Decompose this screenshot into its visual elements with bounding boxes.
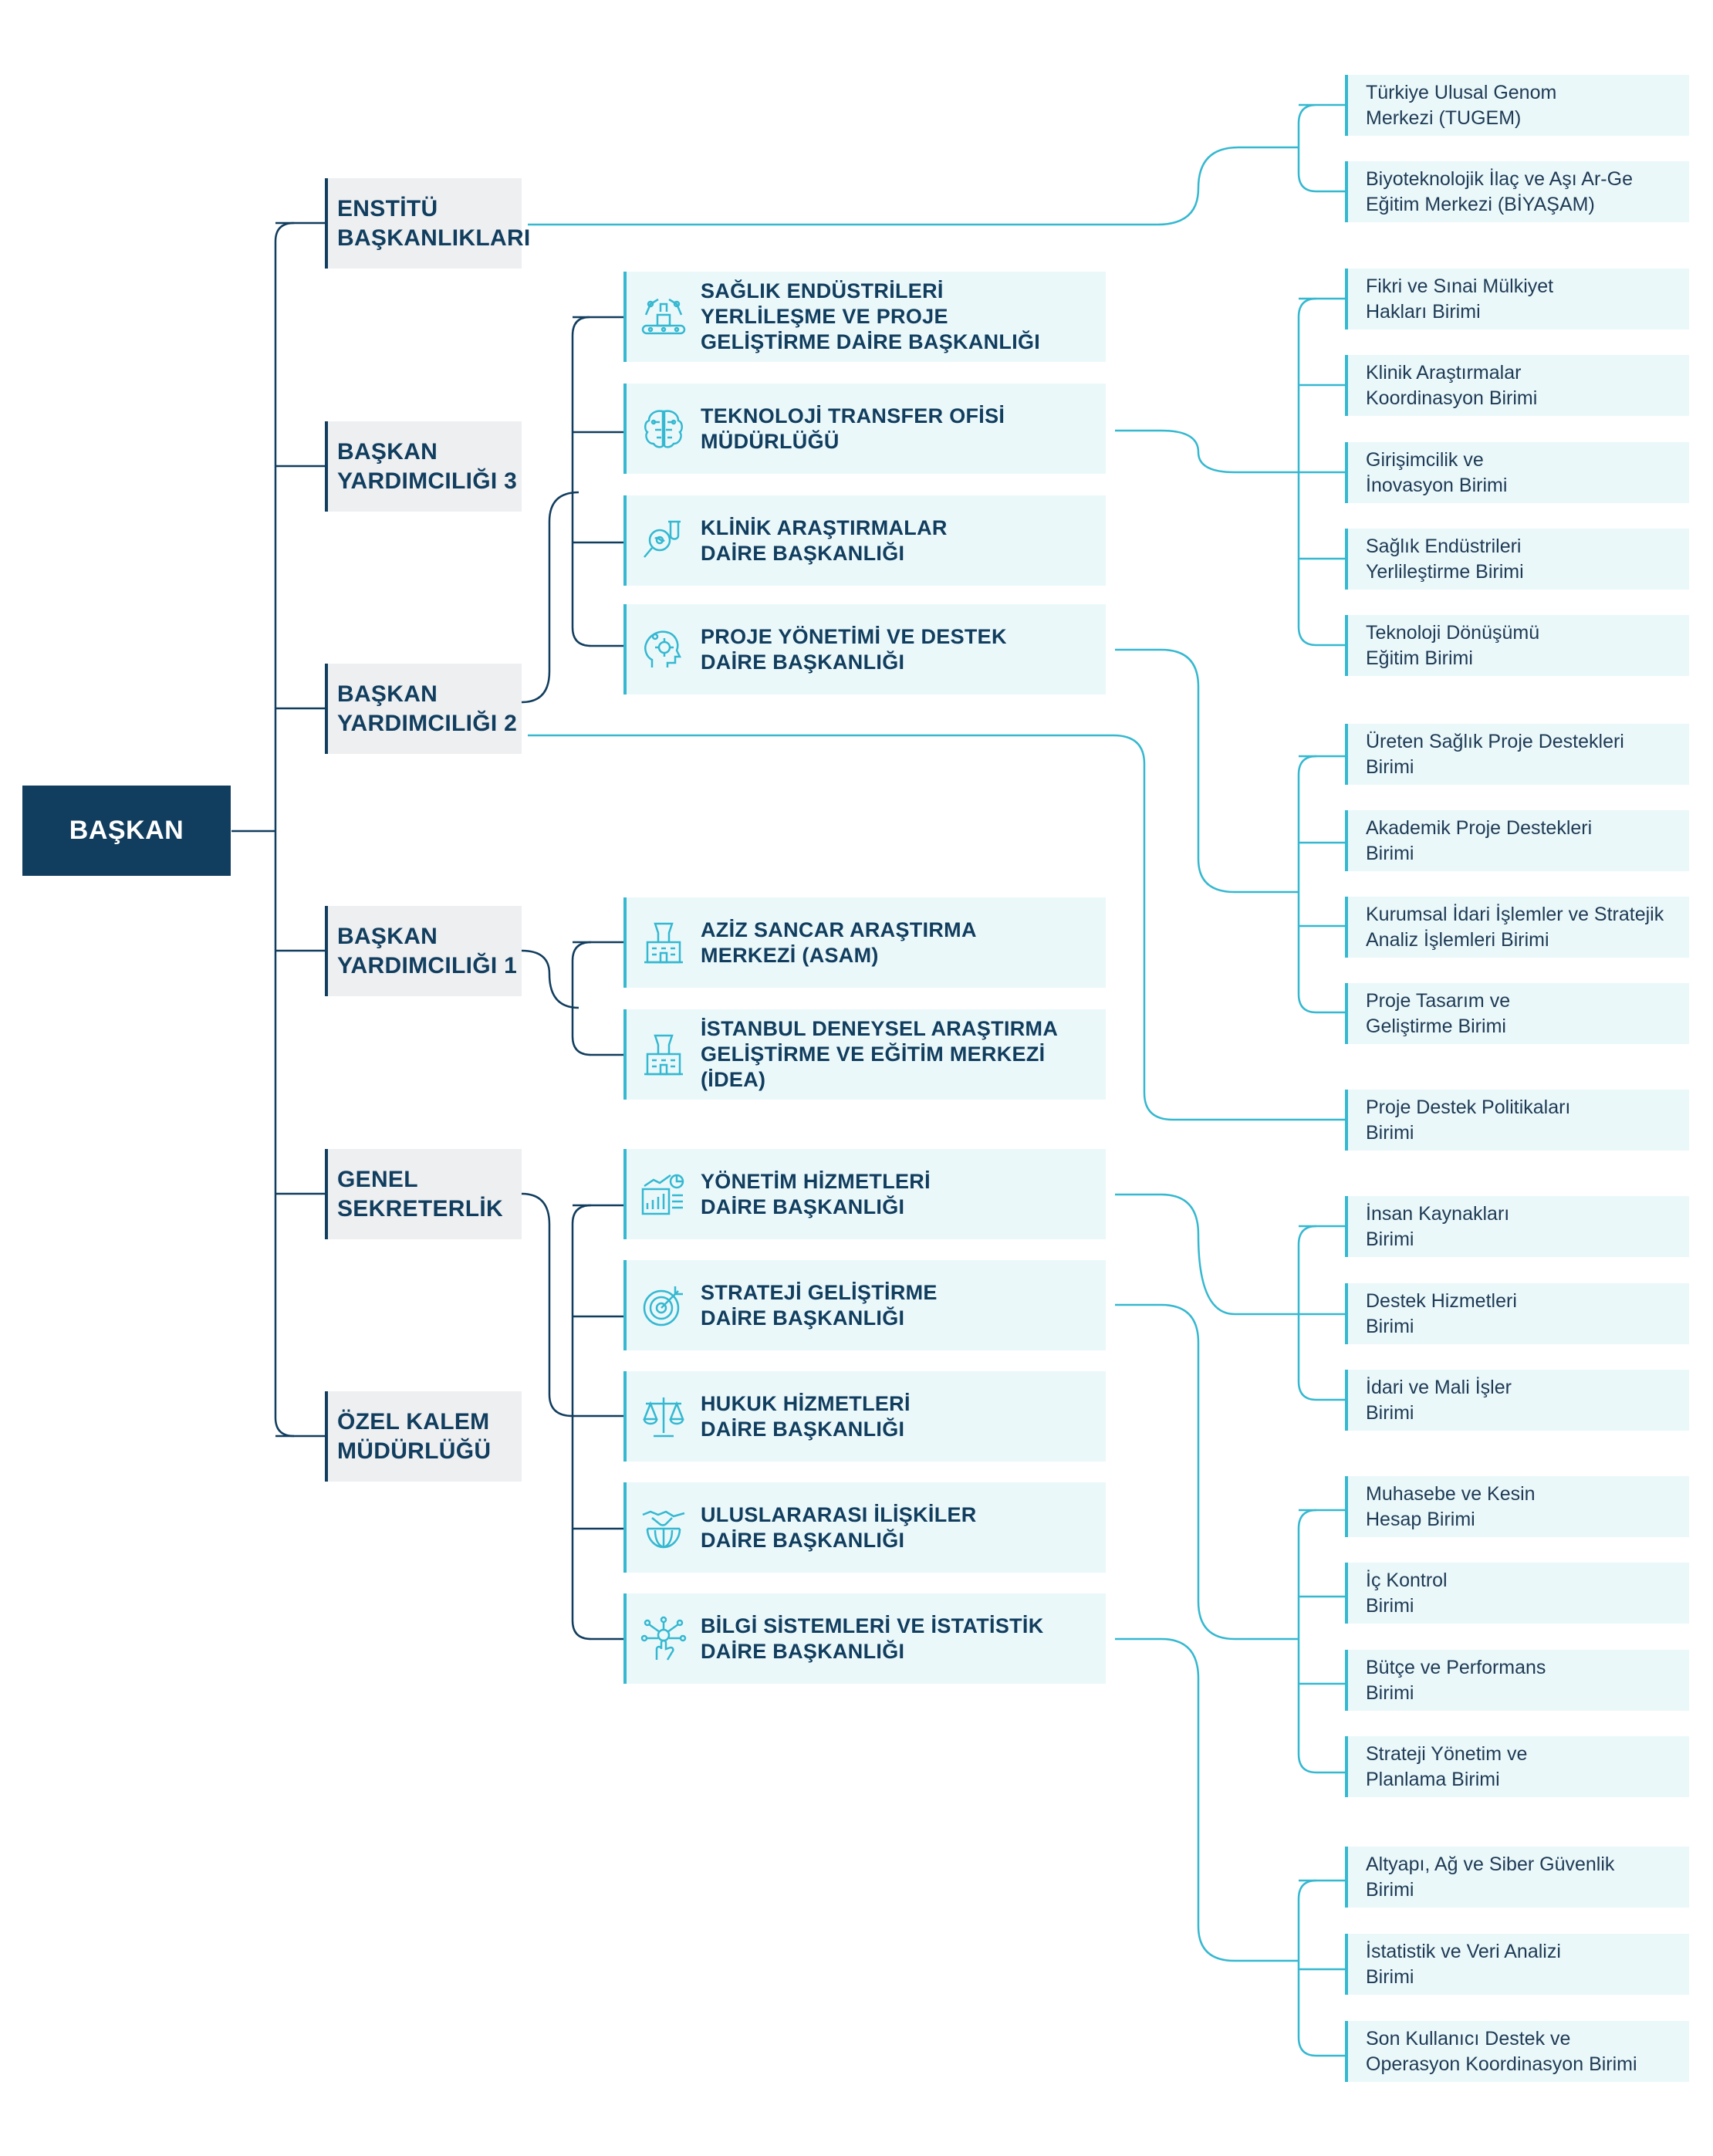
unit-label: Türkiye Ulusal Genom Merkezi (TUGEM) bbox=[1366, 81, 1557, 129]
head-gear-icon bbox=[627, 604, 701, 694]
root-label: BAŞKAN bbox=[69, 816, 184, 845]
unit-ic-kontrol[interactable]: İç Kontrol Birimi bbox=[1345, 1563, 1689, 1624]
node-label: KLİNİK ARAŞTIRMALAR DAİRE BAŞKANLIĞI bbox=[701, 515, 948, 565]
unit-label: Girişimcilik ve İnovasyon Birimi bbox=[1366, 448, 1508, 496]
unit-destek-hizmetleri[interactable]: Destek Hizmetleri Birimi bbox=[1345, 1283, 1689, 1344]
unit-label: Kurumsal İdari İşlemler ve Stratejik Ana… bbox=[1366, 903, 1664, 951]
node-label: SAĞLIK ENDÜSTRİLERİ YERLİLEŞME VE PROJE … bbox=[701, 279, 1041, 353]
unit-label: Klinik Araştırmalar Koordinasyon Birimi bbox=[1366, 361, 1538, 409]
node-strateji-gelistirme[interactable]: STRATEJİ GELİŞTİRME DAİRE BAŞKANLIĞI bbox=[623, 1260, 1106, 1350]
node-saglik-endustrileri-dairesi[interactable]: SAĞLIK ENDÜSTRİLERİ YERLİLEŞME VE PROJE … bbox=[623, 272, 1106, 362]
robot-arm-conveyor-icon bbox=[627, 272, 701, 362]
unit-altyapi-siber[interactable]: Altyapı, Ağ ve Siber Güvenlik Birimi bbox=[1345, 1847, 1689, 1908]
node-yonetim-hizmetleri[interactable]: YÖNETİM HİZMETLERİ DAİRE BAŞKANLIĞI bbox=[623, 1149, 1106, 1239]
unit-label: Bütçe ve Performans Birimi bbox=[1366, 1656, 1546, 1704]
unit-label: Akademik Proje Destekleri Birimi bbox=[1366, 816, 1593, 864]
unit-label: İç Kontrol Birimi bbox=[1366, 1569, 1448, 1617]
scales-icon bbox=[627, 1371, 701, 1462]
node-label: HUKUK HİZMETLERİ DAİRE BAŞKANLIĞI bbox=[701, 1391, 911, 1441]
unit-klinik-koordinasyon[interactable]: Klinik Araştırmalar Koordinasyon Birimi bbox=[1345, 355, 1689, 416]
node-baskan-yardimciligi-2[interactable]: BAŞKAN YARDIMCILIĞI 2 bbox=[325, 664, 522, 754]
unit-label: Son Kullanıcı Destek ve Operasyon Koordi… bbox=[1366, 2027, 1637, 2075]
node-baskan-yardimciligi-1[interactable]: BAŞKAN YARDIMCILIĞI 1 bbox=[325, 906, 522, 996]
node-teknoloji-transfer-ofisi[interactable]: TEKNOLOJİ TRANSFER OFİSİ MÜDÜRLÜĞÜ bbox=[623, 384, 1106, 474]
node-label: PROJE YÖNETİMİ VE DESTEK DAİRE BAŞKANLIĞ… bbox=[701, 624, 1007, 674]
node-label: YÖNETİM HİZMETLERİ DAİRE BAŞKANLIĞI bbox=[701, 1169, 931, 1218]
lab-building-icon bbox=[627, 897, 701, 988]
unit-label: İstatistik ve Veri Analizi Birimi bbox=[1366, 1940, 1561, 1988]
node-label: STRATEJİ GELİŞTİRME DAİRE BAŞKANLIĞI bbox=[701, 1280, 938, 1330]
node-bilgi-sistemleri[interactable]: BİLGİ SİSTEMLERİ VE İSTATİSTİK DAİRE BAŞ… bbox=[623, 1593, 1106, 1684]
unit-ureten-saglik[interactable]: Üreten Sağlık Proje Destekleri Birimi bbox=[1345, 724, 1689, 785]
unit-girisimcilik[interactable]: Girişimcilik ve İnovasyon Birimi bbox=[1345, 442, 1689, 503]
node-baskan-yardimciligi-3[interactable]: BAŞKAN YARDIMCILIĞI 3 bbox=[325, 421, 522, 512]
node-label: GENEL SEKRETERLİK bbox=[337, 1166, 503, 1222]
unit-fikri-sinai[interactable]: Fikri ve Sınai Mülkiyet Hakları Birimi bbox=[1345, 269, 1689, 329]
node-label: TEKNOLOJİ TRANSFER OFİSİ MÜDÜRLÜĞÜ bbox=[701, 404, 1005, 453]
magnifier-test-tube-icon bbox=[627, 495, 701, 586]
node-genel-sekreterlik[interactable]: GENEL SEKRETERLİK bbox=[325, 1149, 522, 1239]
unit-label: Sağlık Endüstrileri Yerlileştirme Birimi bbox=[1366, 535, 1524, 583]
unit-strateji-yonetim[interactable]: Strateji Yönetim ve Planlama Birimi bbox=[1345, 1736, 1689, 1797]
unit-label: Fikri ve Sınai Mülkiyet Hakları Birimi bbox=[1366, 275, 1554, 323]
target-arrow-icon bbox=[627, 1260, 701, 1350]
unit-proje-destek-politikalari[interactable]: Proje Destek Politikaları Birimi bbox=[1345, 1090, 1689, 1151]
node-asam[interactable]: AZİZ SANCAR ARAŞTIRMA MERKEZİ (ASAM) bbox=[623, 897, 1106, 988]
unit-label: Biyoteknolojik İlaç ve Aşı Ar-Ge Eğitim … bbox=[1366, 167, 1633, 215]
network-hand-icon bbox=[627, 1593, 701, 1684]
unit-akademik-proje[interactable]: Akademik Proje Destekleri Birimi bbox=[1345, 810, 1689, 871]
node-label: ULUSLARARASI İLİŞKİLER DAİRE BAŞKANLIĞI bbox=[701, 1502, 977, 1552]
unit-insan-kaynaklari[interactable]: İnsan Kaynakları Birimi bbox=[1345, 1196, 1689, 1257]
node-idea[interactable]: İSTANBUL DENEYSEL ARAŞTIRMA GELİŞTİRME V… bbox=[623, 1009, 1106, 1100]
node-hukuk-hizmetleri[interactable]: HUKUK HİZMETLERİ DAİRE BAŞKANLIĞI bbox=[623, 1371, 1106, 1462]
unit-son-kullanici[interactable]: Son Kullanıcı Destek ve Operasyon Koordi… bbox=[1345, 2021, 1689, 2082]
chart-growth-icon bbox=[627, 1149, 701, 1239]
node-label: AZİZ SANCAR ARAŞTIRMA MERKEZİ (ASAM) bbox=[701, 917, 977, 967]
unit-tugem[interactable]: Türkiye Ulusal Genom Merkezi (TUGEM) bbox=[1345, 75, 1689, 136]
node-label: BAŞKAN YARDIMCILIĞI 1 bbox=[337, 923, 518, 978]
unit-label: Proje Tasarım ve Geliştirme Birimi bbox=[1366, 989, 1511, 1037]
unit-label: İdari ve Mali İşler Birimi bbox=[1366, 1376, 1512, 1424]
unit-teknoloji-donusumu[interactable]: Teknoloji Dönüşümü Eğitim Birimi bbox=[1345, 615, 1689, 676]
unit-saglik-yerlilestirme[interactable]: Sağlık Endüstrileri Yerlileştirme Birimi bbox=[1345, 529, 1689, 590]
node-label: ÖZEL KALEM MÜDÜRLÜĞÜ bbox=[337, 1408, 492, 1464]
node-proje-yonetimi-dairesi[interactable]: PROJE YÖNETİMİ VE DESTEK DAİRE BAŞKANLIĞ… bbox=[623, 604, 1106, 694]
lab-building-icon bbox=[627, 1009, 701, 1100]
node-label: BİLGİ SİSTEMLERİ VE İSTATİSTİK DAİRE BAŞ… bbox=[701, 1614, 1044, 1663]
node-uluslararasi-iliskiler[interactable]: ULUSLARARASI İLİŞKİLER DAİRE BAŞKANLIĞI bbox=[623, 1482, 1106, 1573]
node-label: BAŞKAN YARDIMCILIĞI 3 bbox=[337, 438, 518, 494]
unit-butce-performans[interactable]: Bütçe ve Performans Birimi bbox=[1345, 1650, 1689, 1711]
unit-label: Altyapı, Ağ ve Siber Güvenlik Birimi bbox=[1366, 1853, 1615, 1901]
unit-label: Destek Hizmetleri Birimi bbox=[1366, 1289, 1517, 1337]
node-ozel-kalem[interactable]: ÖZEL KALEM MÜDÜRLÜĞÜ bbox=[325, 1391, 522, 1482]
node-enstitu-baskanliklari[interactable]: ENSTİTÜ BAŞKANLIKLARI bbox=[325, 178, 530, 269]
handshake-globe-icon bbox=[627, 1482, 701, 1573]
node-label: BAŞKAN YARDIMCILIĞI 2 bbox=[337, 681, 518, 736]
root-node-baskan[interactable]: BAŞKAN bbox=[22, 786, 231, 876]
unit-label: Strateji Yönetim ve Planlama Birimi bbox=[1366, 1742, 1528, 1790]
node-label: İSTANBUL DENEYSEL ARAŞTIRMA GELİŞTİRME V… bbox=[701, 1017, 1059, 1091]
unit-label: Teknoloji Dönüşümü Eğitim Birimi bbox=[1366, 621, 1540, 669]
unit-biyasam[interactable]: Biyoteknolojik İlaç ve Aşı Ar-Ge Eğitim … bbox=[1345, 161, 1689, 222]
unit-label: İnsan Kaynakları Birimi bbox=[1366, 1202, 1510, 1250]
node-klinik-arastirmalar-dairesi[interactable]: KLİNİK ARAŞTIRMALAR DAİRE BAŞKANLIĞI bbox=[623, 495, 1106, 586]
unit-istatistik-veri[interactable]: İstatistik ve Veri Analizi Birimi bbox=[1345, 1934, 1689, 1995]
unit-label: Muhasebe ve Kesin Hesap Birimi bbox=[1366, 1482, 1536, 1530]
unit-label: Üreten Sağlık Proje Destekleri Birimi bbox=[1366, 730, 1624, 778]
node-label: ENSTİTÜ BAŞKANLIKLARI bbox=[337, 195, 531, 251]
unit-label: Proje Destek Politikaları Birimi bbox=[1366, 1096, 1571, 1144]
brain-circuit-icon bbox=[627, 384, 701, 474]
unit-idari-mali[interactable]: İdari ve Mali İşler Birimi bbox=[1345, 1370, 1689, 1431]
unit-proje-tasarim[interactable]: Proje Tasarım ve Geliştirme Birimi bbox=[1345, 983, 1689, 1044]
unit-kurumsal-idari[interactable]: Kurumsal İdari İşlemler ve Stratejik Ana… bbox=[1345, 897, 1689, 958]
unit-muhasebe[interactable]: Muhasebe ve Kesin Hesap Birimi bbox=[1345, 1476, 1689, 1537]
